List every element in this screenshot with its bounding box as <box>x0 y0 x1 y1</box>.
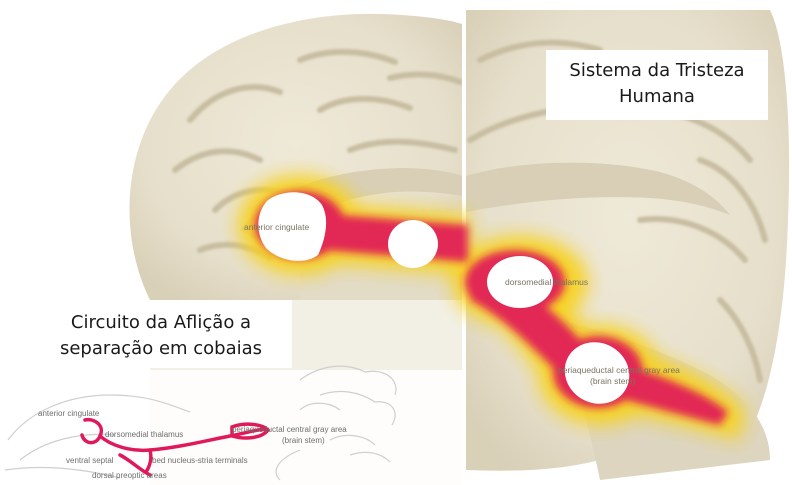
caption-line-1: Circuito da Aflição a <box>30 310 292 336</box>
gp-label-bed-nucleus: bed nucleus-stria terminals <box>152 456 248 465</box>
label-anterior-cingulate: anterior cingulate <box>244 222 309 232</box>
label-brain-stem: (brain stem) <box>590 376 636 386</box>
caption-line-2: separação em cobaias <box>30 336 292 362</box>
cingulate-posterior-hotspot <box>388 220 438 268</box>
label-dorsomedial-thalamus: dorsomedial thalamus <box>505 277 588 287</box>
guinea-pig-circuit-diagram: anterior cingulate dorsomedial thalamus … <box>0 366 462 485</box>
gp-label-dorsomedial-thalamus: dorsomedial thalamus <box>105 430 183 439</box>
gp-label-brain-stem: (brain stem) <box>282 436 325 445</box>
title-box: Sistema da Tristeza Humana <box>546 50 768 120</box>
title-line-2: Humana <box>546 84 768 110</box>
gp-label-dorsal-preoptic: dorsal preoptic areas <box>92 471 167 480</box>
caption-box: Circuito da Aflição a separação em cobai… <box>30 300 292 368</box>
title-line-1: Sistema da Tristeza <box>546 58 768 84</box>
gp-label-ventral-septal: ventral septal <box>66 456 114 465</box>
label-periaqueductal-gray: periaqueductal central gray area <box>558 365 680 375</box>
gp-label-periaqueductal-gray: periaqueductal central gray area <box>232 425 347 434</box>
gp-label-anterior-cingulate: anterior cingulate <box>38 409 100 418</box>
